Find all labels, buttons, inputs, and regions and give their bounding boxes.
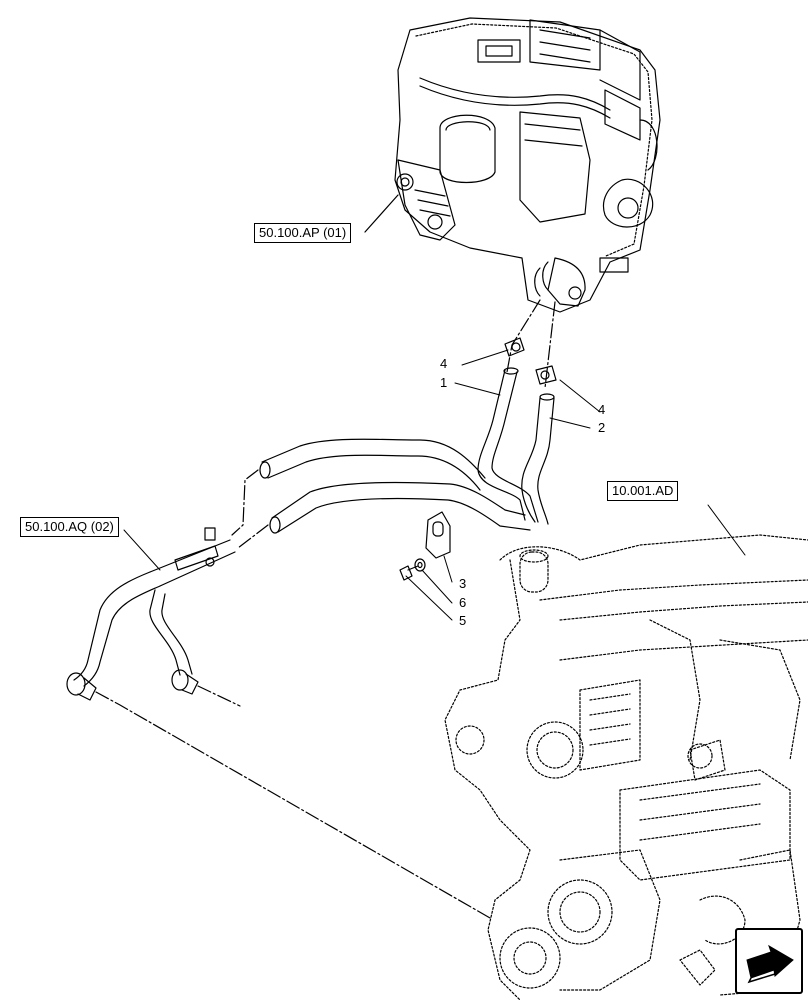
- callout-6: 6: [459, 595, 467, 610]
- clamp-4-right: [535, 365, 557, 385]
- arrow-icon: [746, 944, 794, 984]
- callout-2: 2: [598, 420, 606, 435]
- nav-arrow-button[interactable]: [735, 928, 803, 994]
- centerline-pipe-engine-2: [197, 685, 241, 707]
- ref-expansion-tank[interactable]: 50.100.AP (01): [254, 223, 352, 243]
- ref-heater-pipe[interactable]: 50.100.AQ (02): [20, 517, 119, 537]
- washer-6: [414, 558, 426, 572]
- bolt-5: [399, 565, 419, 581]
- hose-2: [521, 393, 555, 525]
- callout-5: 5: [459, 613, 467, 628]
- centerline-pipe-lower: [237, 524, 269, 549]
- clamp-4-left: [504, 337, 525, 357]
- ref-engine[interactable]: 10.001.AD: [607, 481, 679, 501]
- heater-pipes: [259, 438, 531, 534]
- centerline-hose-1: [506, 299, 541, 373]
- engine-assembly: [444, 534, 808, 1000]
- heater-pipe-assembly: [66, 527, 236, 701]
- bracket-3: [425, 511, 451, 559]
- leader-50-100-ap: [364, 194, 399, 233]
- callout-4-left: 4: [440, 356, 448, 371]
- callout-4-right: 4: [598, 402, 606, 417]
- callout-1: 1: [440, 375, 448, 390]
- centerline-pipe-engine: [95, 691, 491, 919]
- expansion-tank-assembly: [394, 17, 661, 313]
- centerline-pipe-upper: [231, 469, 259, 536]
- callout-3: 3: [459, 576, 467, 591]
- callout-leaders: [123, 349, 746, 621]
- centerline-hose-2: [544, 301, 556, 389]
